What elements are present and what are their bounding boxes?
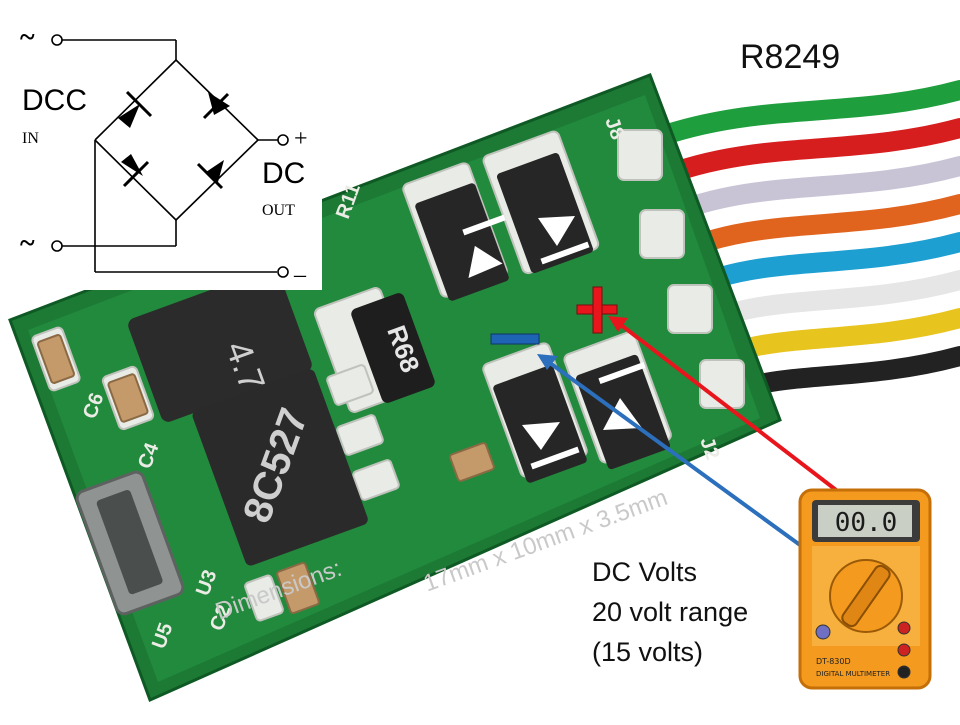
ac-input-symbol-bottom: ~ [20, 228, 35, 259]
ic-chip-8c527: 8C527 [192, 369, 368, 566]
negative-terminal-label: – [294, 262, 306, 288]
model-label: R8249 [740, 38, 841, 76]
wire-1 [648, 118, 960, 188]
ac-input-symbol-top: ~ [20, 22, 35, 53]
wire-0 [640, 80, 960, 150]
blue-probe-arrowhead [537, 354, 558, 370]
bridge-rectifier-schematic [0, 0, 322, 290]
wire-2 [656, 156, 960, 226]
red-probe-arrowhead [608, 316, 628, 332]
dcc-label: DCC [22, 84, 87, 117]
pcb-board: 4.7 25V 8C527 R68 [8, 73, 782, 703]
measurement-note: DC Volts 20 volt range (15 volts) [592, 557, 749, 667]
positive-terminal-label: + [294, 126, 308, 152]
dc-label: DC [262, 157, 306, 190]
multimeter-display [818, 505, 912, 537]
multimeter: 00.0 DT-830D DIGITAL MULTIMETER [798, 488, 932, 690]
red-probe-line [610, 316, 842, 495]
in-label: IN [22, 130, 39, 147]
crystal-oscillator [75, 470, 185, 616]
blue-probe-line [541, 356, 802, 547]
ceramic-capacitors [37, 334, 495, 614]
out-label: OUT [262, 202, 295, 219]
multimeter-model: DT-830D [816, 657, 851, 666]
multimeter-caption: DIGITAL MULTIMETER [816, 670, 890, 678]
plus-marker [576, 286, 618, 334]
minus-marker [490, 333, 540, 345]
display-readout: 00.0 [835, 508, 898, 538]
